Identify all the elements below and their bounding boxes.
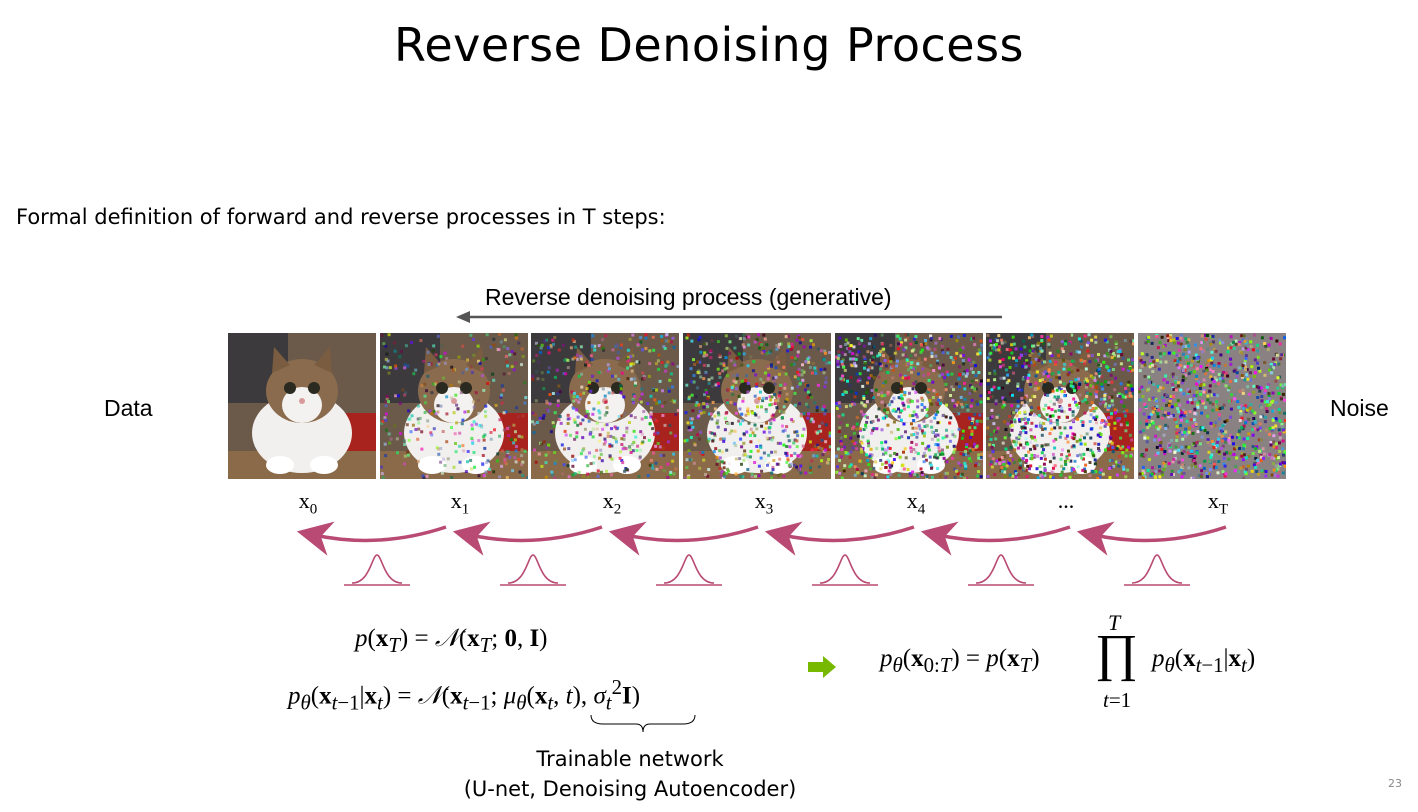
diffusion-frame-0 [228, 333, 376, 479]
implies-arrow-icon [808, 656, 836, 678]
underbrace [590, 714, 696, 733]
frame-label-3: x3 [754, 488, 774, 518]
gaussian-icon [812, 554, 878, 586]
reverse-step-arrow [452, 521, 603, 556]
diffusion-frame-2 [531, 333, 679, 479]
reverse-step-arrow [1076, 521, 1227, 556]
frame-label-1: x1 [450, 488, 470, 518]
slide-title: Reverse Denoising Process [393, 18, 1025, 72]
gaussian-icon [968, 554, 1034, 586]
frame-label-2: x2 [602, 488, 622, 518]
reverse-step-arrow [296, 521, 447, 556]
frame-label-4: x4 [906, 488, 926, 518]
caption-line-1: Trainable network [536, 747, 724, 771]
product-symbol: ∏ [1095, 625, 1138, 682]
diffusion-frame-5 [986, 333, 1134, 479]
prior-equation: p(xT) = 𝒩(xT; 0, I) [355, 625, 548, 657]
page-number: 23 [1388, 777, 1402, 790]
gaussian-icon [344, 554, 410, 586]
reverse-process-arrow [456, 311, 1002, 323]
reverse-step-arrow [920, 521, 1071, 556]
frame-label-6: xT [1207, 488, 1229, 518]
transition-equation: pθ(xt−1|xt) = 𝒩(xt−1; μθ(xt, t), σt2I) [288, 675, 641, 715]
product-upper: T [1108, 610, 1121, 635]
frame-label-0: x0 [298, 488, 318, 518]
process-label: Reverse denoising process (generative) [485, 284, 892, 310]
noise-label: Noise [1330, 395, 1389, 421]
diffusion-frame-3 [683, 333, 831, 479]
gaussian-icon [500, 554, 566, 586]
slide-subtitle: Formal definition of forward and reverse… [16, 205, 666, 229]
product-lower: t=1 [1103, 688, 1132, 712]
data-label: Data [104, 395, 153, 421]
reverse-step-arrow [608, 521, 759, 556]
reverse-steps [296, 521, 1227, 586]
gaussian-icon [1124, 554, 1190, 586]
joint-equation: pθ(x0:T) = p(xT) [880, 645, 1040, 677]
diffusion-frame-4 [835, 333, 983, 479]
diffusion-frame-6 [1138, 333, 1286, 479]
network-caption: Trainable network (U-net, Denoising Auto… [425, 744, 835, 804]
frame-label-5: ... [1057, 488, 1075, 513]
diffusion-frame-1 [380, 333, 528, 479]
caption-line-2: (U-net, Denoising Autoencoder) [463, 777, 797, 801]
joint-equation-tail: pθ(xt−1|xt) [1152, 645, 1256, 677]
reverse-step-arrow [764, 521, 915, 556]
gaussian-icon [656, 554, 722, 586]
